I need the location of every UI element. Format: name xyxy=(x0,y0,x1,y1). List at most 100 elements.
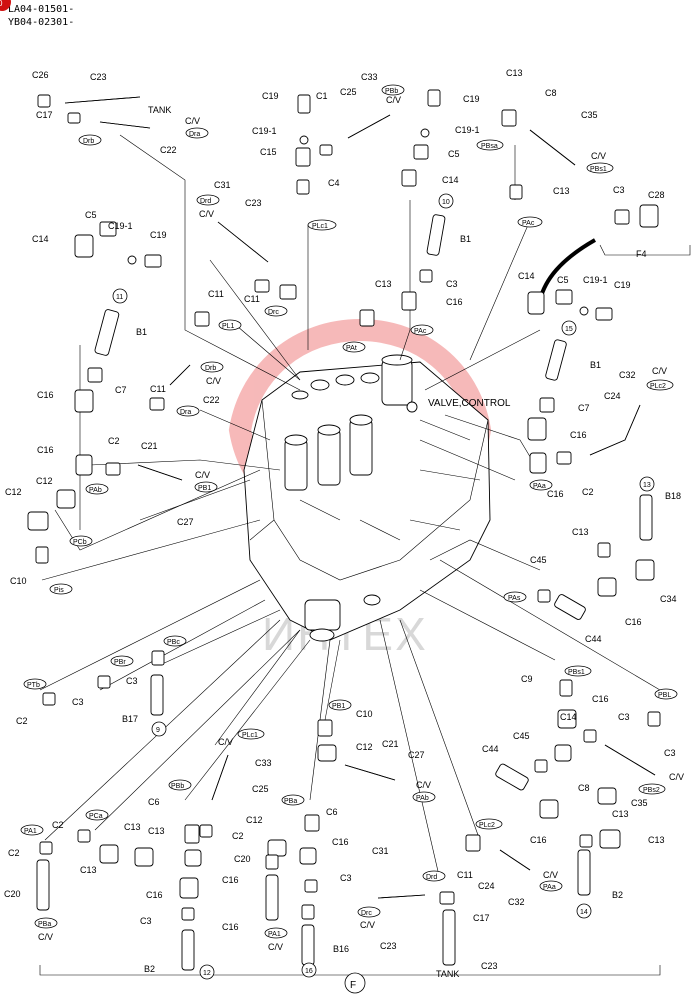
main-component-label: VALVE,CONTROL xyxy=(428,398,511,409)
label-c3-g: C3 xyxy=(140,916,152,926)
label-c2-d: C2 xyxy=(232,831,244,841)
label-c19-1-b: C19-1 xyxy=(455,125,480,135)
label-ref-14: 14 xyxy=(580,909,588,916)
label-c13-b: C13 xyxy=(553,186,570,196)
label-c14-c: C14 xyxy=(518,271,535,281)
label-pas: PAs xyxy=(508,595,521,602)
label-c2-c: C2 xyxy=(16,716,28,726)
label-c13-e: C13 xyxy=(612,809,629,819)
label-plc1: PLc1 xyxy=(312,223,328,230)
label-pac-2: PAc xyxy=(414,328,427,335)
label-c16: C16 xyxy=(446,297,463,307)
label-c23-d: C23 xyxy=(481,961,498,971)
label-plc1-b: PLc1 xyxy=(242,732,258,739)
label-c13-d: C13 xyxy=(572,527,589,537)
label-c45-b: C45 xyxy=(513,731,530,741)
label-c12-c: C12 xyxy=(356,742,373,752)
label-c22: C22 xyxy=(160,145,177,155)
label-pb1-b: PB1 xyxy=(332,703,345,710)
label-plc2-b: PLc2 xyxy=(479,822,495,829)
label-c25: C25 xyxy=(340,87,357,97)
label-cv-6: C/V xyxy=(652,366,667,376)
label-c2: C2 xyxy=(108,436,120,446)
label-cv-2: C/V xyxy=(386,95,401,105)
leader-lines xyxy=(39,134,661,976)
label-c16-j: C16 xyxy=(222,875,239,885)
label-pbc: PBc xyxy=(167,639,180,646)
label-pbl: PBL xyxy=(658,692,671,699)
label-pba: PBa xyxy=(284,798,297,805)
label-pac: PAc xyxy=(522,220,535,227)
label-cv-8: C/V xyxy=(416,780,431,790)
label-pbs1: PBs1 xyxy=(590,166,607,173)
label-c10-b: C10 xyxy=(356,709,373,719)
port-label-ovals xyxy=(20,84,678,939)
label-pca: PCa xyxy=(89,813,103,820)
label-c17: C17 xyxy=(36,110,53,120)
part-labels: C26 C23 TANK C17 Drb C/V Dra C22 C19 C1 … xyxy=(4,68,684,991)
label-b17: B17 xyxy=(122,714,138,724)
label-c12: C12 xyxy=(5,487,22,497)
label-c34: C34 xyxy=(660,594,677,604)
label-c32: C32 xyxy=(619,370,636,380)
label-c3-b: C3 xyxy=(446,279,458,289)
label-c16-f: C16 xyxy=(625,617,642,627)
label-ref-11: 11 xyxy=(116,294,123,301)
label-cv-7: C/V xyxy=(195,470,210,480)
label-c13-g: C13 xyxy=(124,822,141,832)
label-pb1: PB1 xyxy=(198,485,211,492)
label-c23: C23 xyxy=(90,72,107,82)
label-c16-g: C16 xyxy=(592,694,609,704)
reference-circles xyxy=(112,193,655,994)
label-pab-2: PAb xyxy=(416,795,429,802)
label-pa1-b: PA1 xyxy=(268,931,281,938)
label-c16-c: C16 xyxy=(37,445,54,455)
label-c11-c: C11 xyxy=(150,384,166,394)
label-pcb: PCb xyxy=(73,539,87,546)
label-c20-b: C20 xyxy=(234,854,251,864)
label-c7-b: C7 xyxy=(578,403,590,413)
label-c19-1: C19-1 xyxy=(252,126,277,136)
label-f4: F4 xyxy=(636,249,647,259)
label-drb: Drb xyxy=(83,138,94,145)
label-cv-5: C/V xyxy=(206,376,221,386)
label-paa-2: PAa xyxy=(543,884,556,891)
label-c16-h: C16 xyxy=(530,835,547,845)
label-c8-b: C8 xyxy=(578,783,590,793)
label-c27: C27 xyxy=(177,517,194,527)
label-c35: C35 xyxy=(581,110,598,120)
label-drb-2: Drb xyxy=(205,365,216,372)
label-b2: B2 xyxy=(144,964,155,974)
label-c3: C3 xyxy=(613,185,625,195)
label-cv-11: C/V xyxy=(38,932,53,942)
label-c35-b: C35 xyxy=(631,798,648,808)
label-c19-b: C19 xyxy=(463,94,480,104)
label-c24: C24 xyxy=(604,391,621,401)
label-ptb: PTb xyxy=(27,682,40,689)
label-pbsa: PBsa xyxy=(481,143,498,150)
label-cv-4: C/V xyxy=(199,209,214,219)
label-c33: C33 xyxy=(361,72,378,82)
label-pab: PAb xyxy=(89,487,102,494)
label-b16: B16 xyxy=(333,944,349,954)
label-pbr: PBr xyxy=(114,659,126,666)
label-c19-d: C19 xyxy=(614,280,631,290)
label-c12-d: C12 xyxy=(246,815,263,825)
label-c2-e: C2 xyxy=(52,820,64,830)
label-b1-b: B1 xyxy=(136,327,147,337)
label-c24-b: C24 xyxy=(478,881,495,891)
label-drd-2: Drd xyxy=(426,874,437,881)
corner-mark xyxy=(0,0,11,11)
label-c16-l: C16 xyxy=(332,837,349,847)
label-c13-c: C13 xyxy=(375,279,392,289)
label-c16-b: C16 xyxy=(37,390,54,400)
label-c45: C45 xyxy=(530,555,547,565)
label-ref-13: 13 xyxy=(643,482,651,489)
label-c26: C26 xyxy=(32,70,49,80)
label-c16-e: C16 xyxy=(547,489,564,499)
label-c22-b: C22 xyxy=(203,395,220,405)
label-c2-f: C2 xyxy=(8,848,20,858)
label-c12-b: C12 xyxy=(36,476,53,486)
label-b18: B18 xyxy=(665,491,681,501)
